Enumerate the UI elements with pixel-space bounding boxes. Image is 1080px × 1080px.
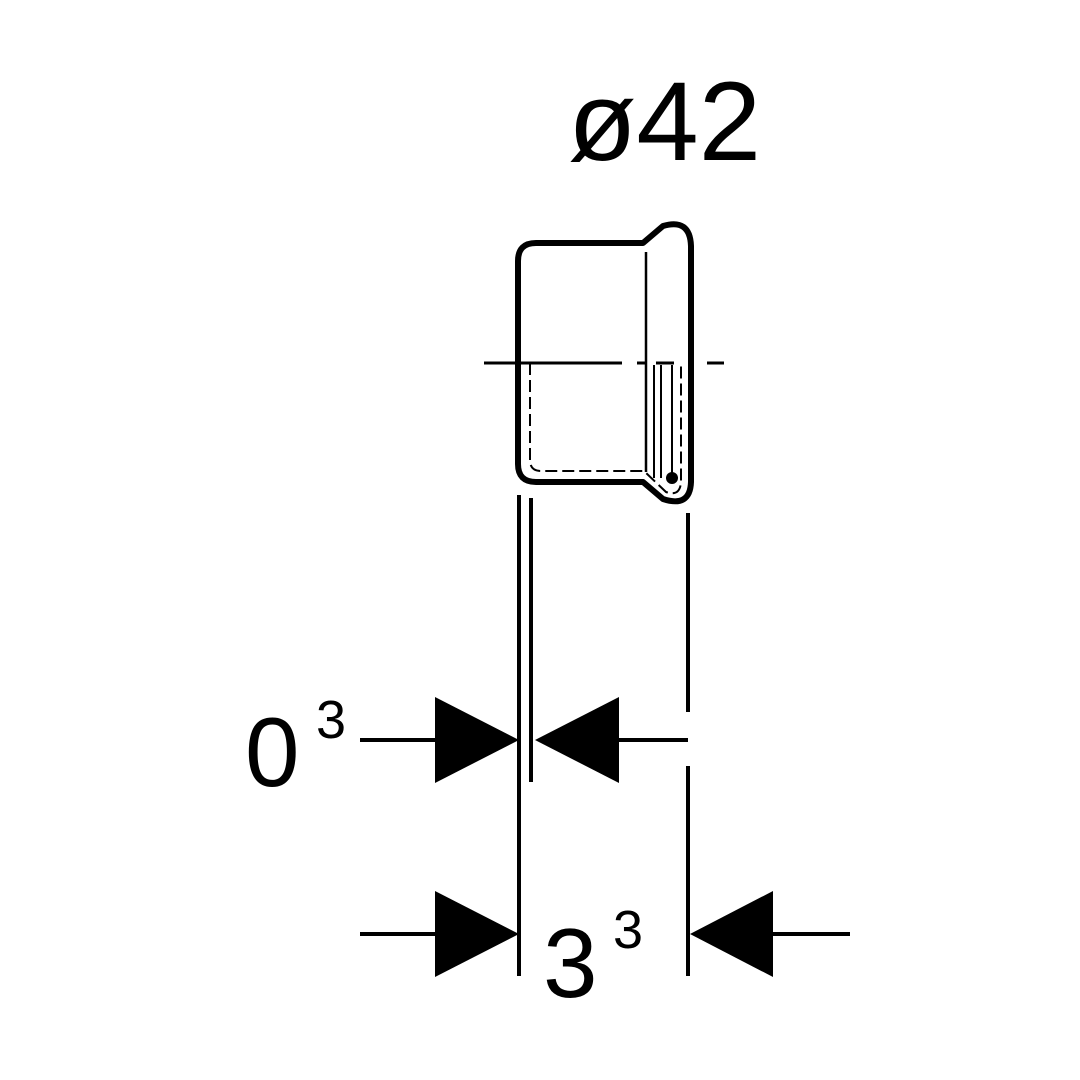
inner-wall <box>529 363 682 495</box>
arrowhead-right <box>435 891 519 977</box>
groove-dot <box>666 472 678 484</box>
dimension-outer-exponent: 3 <box>613 900 643 960</box>
extension-lines <box>517 495 690 976</box>
arrowhead-left <box>535 697 619 783</box>
arrowhead-right <box>435 697 519 783</box>
part-outline <box>515 221 694 505</box>
dimension-inner: 0 3 <box>245 690 688 807</box>
dimension-outer-value: 3 <box>543 908 598 1018</box>
arrowhead-left <box>690 891 773 977</box>
dimension-outer: 3 3 <box>360 891 850 1018</box>
dimension-inner-exponent: 3 <box>316 690 346 750</box>
dimension-inner-value: 0 <box>245 697 300 807</box>
part-body <box>515 221 694 505</box>
diameter-label: ø42 <box>568 59 761 184</box>
